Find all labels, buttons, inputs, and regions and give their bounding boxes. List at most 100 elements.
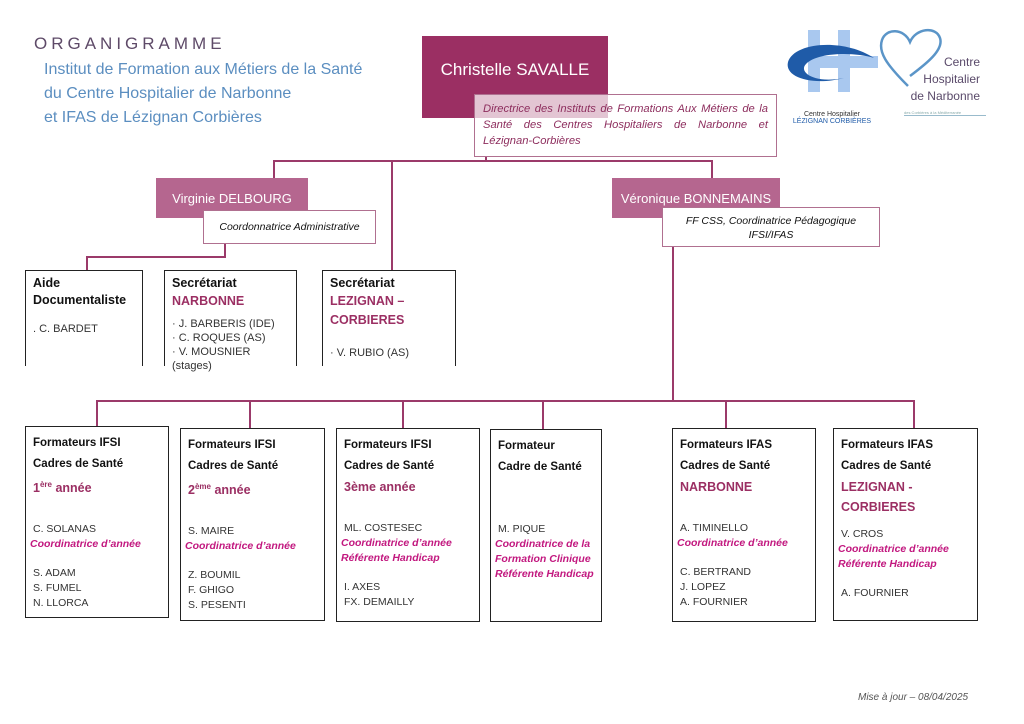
- team-clinical-training: Formateur Cadre de Santé M. PIQUE Coordi…: [490, 429, 602, 622]
- connector: [391, 160, 393, 271]
- member: S. FUMEL: [33, 582, 82, 595]
- team-subtitle: Cadres de Santé: [344, 460, 435, 472]
- heart-icon: [879, 29, 942, 87]
- member: F. GHIGO: [188, 584, 235, 597]
- member: FX. DEMAILLY: [344, 596, 415, 608]
- member: . C. BARDET: [33, 323, 98, 335]
- lead-role: Coordinatrice d’année: [341, 537, 452, 549]
- member: J. LOPEZ: [680, 581, 726, 593]
- service-title: Secrétariat: [330, 276, 395, 290]
- connector: [273, 160, 275, 178]
- team-year: 2ème année: [188, 477, 317, 500]
- logo-tagline: des Corbières à la Méditerranée: [904, 110, 986, 116]
- service-title: Aide: [33, 276, 61, 290]
- team-lead: C. SOLANAS: [33, 523, 97, 536]
- team-lead: ML. COSTESEC: [344, 522, 423, 534]
- logo-narbonne: Centre Hospitalier de Narbonne des Corbi…: [876, 24, 992, 124]
- connector: [96, 400, 98, 426]
- service-location: NARBONNE: [172, 294, 245, 308]
- team-title: Formateur: [498, 440, 555, 452]
- team-lead: V. CROS: [841, 528, 884, 540]
- subtitle-line: et IFAS de Lézignan Corbières: [44, 109, 262, 126]
- member: A. FOURNIER: [841, 587, 909, 599]
- team-lead: M. PIQUE: [498, 523, 546, 535]
- logo-text: Centre Hospitalier: [803, 111, 861, 118]
- member: Z. BOUMIL: [188, 569, 241, 582]
- team-subtitle: Cadres de Santé: [188, 460, 279, 472]
- service-location: LEZIGNAN –: [330, 294, 405, 308]
- service-box-documentaliste: Aide Documentaliste . C. BARDET: [25, 270, 143, 366]
- connector: [711, 160, 713, 178]
- team-subtitle: Cadres de Santé: [33, 458, 124, 470]
- year-word: année: [210, 483, 251, 498]
- logo-text: Hospitalier: [923, 72, 980, 86]
- team-ifsi-year1: Formateurs IFSI Cadres de Santé 1ère ann…: [25, 426, 169, 618]
- logo-text: LÉZIGNAN CORBIÈRES: [792, 118, 872, 125]
- team-title: Formateurs IFSI: [33, 437, 121, 449]
- lead-role: Référente Handicap: [495, 568, 594, 580]
- team-location: NARBONNE: [680, 480, 753, 494]
- connector: [273, 160, 713, 162]
- member: · V. RUBIO (AS): [330, 347, 410, 359]
- member: S. ADAM: [33, 567, 76, 580]
- connector: [913, 400, 915, 428]
- team-title: Formateurs IFAS: [680, 439, 773, 451]
- member: C. BERTRAND: [680, 566, 751, 578]
- team-title: Formateurs IFSI: [344, 439, 432, 451]
- update-date: Mise à jour – 08/04/2025: [858, 692, 969, 703]
- team-subtitle: Cadres de Santé: [841, 460, 932, 472]
- team-title: Formateurs IFSI: [188, 439, 276, 451]
- lead-role: Référente Handicap: [341, 552, 440, 564]
- team-location: LEZIGNAN -: [841, 480, 913, 494]
- year-suffix: ère: [39, 480, 52, 489]
- connector: [402, 400, 404, 428]
- year-suffix: ème: [194, 482, 211, 491]
- team-subtitle: Cadre de Santé: [498, 461, 582, 473]
- role-line: FF CSS, Coordinatrice Pédagogique: [685, 215, 857, 227]
- team-lead: S. MAIRE: [188, 525, 235, 538]
- connector: [86, 256, 88, 270]
- team-title: Formateurs IFAS: [841, 439, 934, 451]
- hospital-cross-icon: [787, 30, 878, 92]
- lead-role: Référente Handicap: [838, 558, 937, 570]
- member: · V. MOUSNIER (stages): [172, 346, 251, 372]
- lead-role: Coordinatrice de la: [495, 538, 591, 550]
- member: · C. ROQUES (AS): [172, 332, 266, 344]
- lead-role: Coordinatrice d’année: [185, 540, 296, 553]
- connector: [96, 400, 915, 402]
- subtitle-line: du Centre Hospitalier de Narbonne: [44, 85, 292, 102]
- team-ifas-narbonne: Formateurs IFAS Cadres de Santé NARBONNE…: [672, 428, 816, 622]
- lead-role: Formation Clinique: [495, 553, 591, 565]
- logo-text: Centre: [943, 55, 980, 69]
- team-lead: A. TIMINELLO: [680, 522, 749, 534]
- team-ifas-lezignan: Formateurs IFAS Cadres de Santé LEZIGNAN…: [833, 428, 978, 621]
- director-role: Directrice des Instituts de Formations A…: [474, 94, 777, 157]
- role-line: IFSI/IFAS: [748, 229, 794, 241]
- year-number: 1: [33, 481, 40, 496]
- connector: [224, 244, 226, 258]
- member: N. LLORCA: [33, 597, 89, 610]
- service-location: CORBIERES: [330, 313, 405, 327]
- connector: [725, 400, 727, 428]
- lead-role: Coordinatrice d’année: [30, 538, 141, 551]
- lead-role: Coordinatrice d’année: [677, 537, 788, 549]
- member: S. PESENTI: [188, 599, 246, 612]
- team-year: 3ème année: [344, 480, 416, 494]
- connector: [485, 157, 487, 162]
- logo-text: de Narbonne: [910, 89, 980, 103]
- logo-lezignan: Centre Hospitalier LÉZIGNAN CORBIÈRES: [784, 28, 880, 125]
- connector: [249, 400, 251, 428]
- member: · J. BARBERIS (IDE): [172, 318, 275, 330]
- service-box-secretariat-lezignan: Secrétariat LEZIGNAN – CORBIERES · V. RU…: [322, 270, 456, 366]
- connector: [542, 400, 544, 429]
- team-subtitle: Cadres de Santé: [680, 460, 771, 472]
- lead-role: Coordinatrice d’année: [838, 543, 949, 555]
- connector: [672, 247, 674, 402]
- year-number: 2: [188, 483, 195, 498]
- member: I. AXES: [344, 581, 381, 593]
- member: A. FOURNIER: [680, 596, 748, 608]
- admin-role: Coordonnatrice Administrative: [203, 210, 376, 244]
- document-title: ORGANIGRAMME: [34, 34, 226, 53]
- subtitle-line: Institut de Formation aux Métiers de la …: [44, 61, 363, 78]
- connector: [86, 256, 226, 258]
